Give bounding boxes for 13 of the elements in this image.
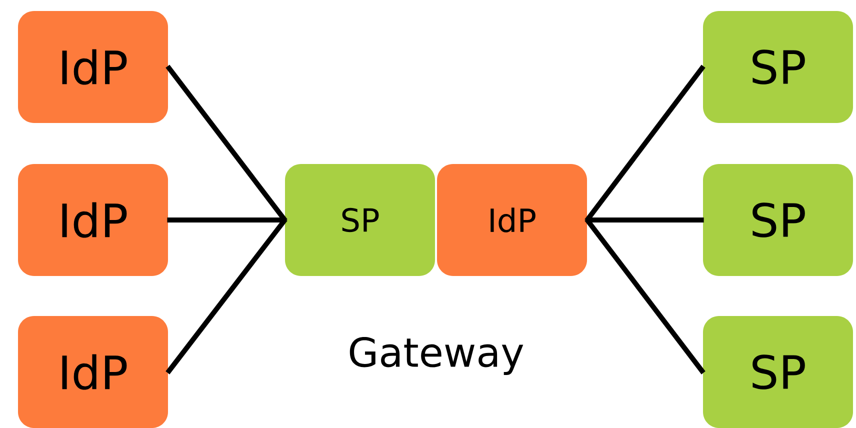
sp-box: SP bbox=[703, 11, 854, 123]
idp-box: IdP bbox=[18, 316, 168, 428]
sp-box: SP bbox=[703, 164, 854, 276]
sp-box: SP bbox=[285, 164, 435, 276]
gateway-label: Gateway bbox=[350, 337, 524, 375]
idp-box: IdP bbox=[437, 164, 587, 276]
connector-line bbox=[584, 64, 706, 222]
connector-line bbox=[166, 218, 288, 374]
connector-line bbox=[166, 64, 288, 222]
sp-box: SP bbox=[703, 316, 854, 428]
idp-box: IdP bbox=[18, 11, 168, 123]
connector-line bbox=[584, 218, 706, 374]
idp-box: IdP bbox=[18, 164, 168, 276]
